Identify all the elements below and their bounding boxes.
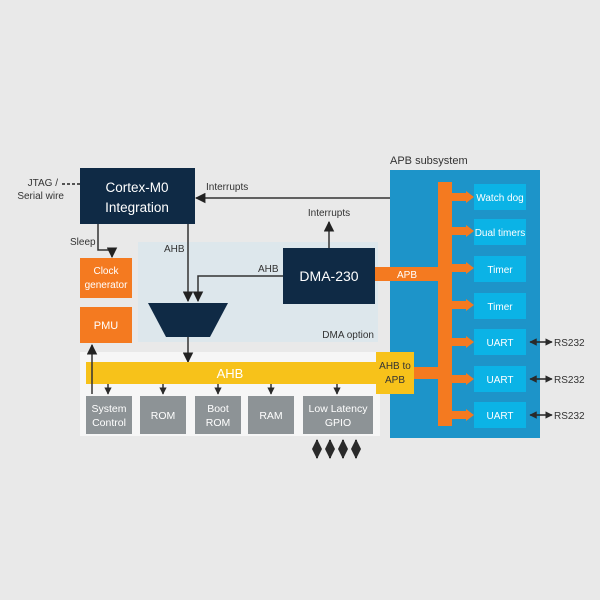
ahb-mux xyxy=(148,303,228,337)
uart-block-1 xyxy=(474,329,526,355)
watchdog-label: Watch dog xyxy=(476,193,523,204)
uart-block-3 xyxy=(474,402,526,428)
apb-label: APB xyxy=(397,270,417,281)
apb-stub-5 xyxy=(452,338,466,346)
jtag-label-1: JTAG / xyxy=(28,178,59,189)
boot-rom-block xyxy=(195,396,241,434)
clock-label-2: generator xyxy=(85,280,128,291)
ahb-to-apb-bridge xyxy=(376,352,414,394)
bridge-label-2: APB xyxy=(385,375,405,386)
rs232-label-2: RS232 xyxy=(554,375,585,386)
cortex-m0-block xyxy=(80,168,195,224)
bridge-apb-connector xyxy=(414,367,438,379)
dma-option-label: DMA option xyxy=(322,330,374,341)
apb-stub-arrow-5 xyxy=(466,336,474,348)
uart-label-2: UART xyxy=(486,375,513,386)
ram-label: RAM xyxy=(259,410,282,422)
pmu-block xyxy=(80,307,132,343)
dma-230-label: DMA-230 xyxy=(299,268,358,284)
dma-ahb-line xyxy=(192,275,283,303)
apb-stub-7 xyxy=(452,411,466,419)
uart-label-3: UART xyxy=(486,411,513,422)
cortex-m0-title: Cortex-M0 xyxy=(105,180,168,195)
boot-rom-label-1: Boot xyxy=(207,403,229,415)
apb-stub-arrow-1 xyxy=(466,191,474,203)
timer-label-1: Timer xyxy=(487,265,513,276)
system-control-label-1: System xyxy=(91,403,126,415)
apb-stub-arrow-7 xyxy=(466,409,474,421)
apb-stub-arrow-6 xyxy=(466,373,474,385)
pmu-label: PMU xyxy=(94,320,119,332)
boot-rom-label-2: ROM xyxy=(206,417,231,429)
clock-label-1: Clock xyxy=(93,266,119,277)
dual-timers-label: Dual timers xyxy=(475,228,526,239)
clock-generator-block xyxy=(80,258,132,298)
apb-subsystem-label: APB subsystem xyxy=(390,155,468,167)
system-control-label-2: Control xyxy=(92,417,126,429)
dma-apb-connector xyxy=(375,267,438,281)
apb-vertical-bus xyxy=(438,182,452,426)
timer-label-2: Timer xyxy=(487,302,513,313)
interrupts-dma-label: Interrupts xyxy=(308,208,350,219)
ahb-dma-label: AHB xyxy=(258,264,279,275)
sleep-line xyxy=(97,224,118,259)
timer-block-1 xyxy=(474,256,526,282)
apb-stub-2 xyxy=(452,227,466,235)
uart-block-2 xyxy=(474,366,526,392)
apb-stub-6 xyxy=(452,375,466,383)
apb-stub-arrow-2 xyxy=(466,225,474,237)
ahb-bus-label: AHB xyxy=(217,366,244,381)
ahb-bus xyxy=(86,362,378,384)
watchdog-block xyxy=(474,184,526,210)
cortex-m0-subtitle: Integration xyxy=(105,200,169,215)
jtag-label-2: Serial wire xyxy=(17,191,64,202)
dma-230-block xyxy=(283,248,375,304)
apb-stub-arrow-3 xyxy=(466,262,474,274)
apb-stub-4 xyxy=(452,301,466,309)
bridge-label-1: AHB to xyxy=(379,361,411,372)
rom-label: ROM xyxy=(151,410,176,422)
system-control-block xyxy=(86,396,132,434)
gpio-block xyxy=(303,396,373,434)
apb-stub-arrow-4 xyxy=(466,299,474,311)
uart-label-1: UART xyxy=(486,338,513,349)
ahb-mux-label: AHB xyxy=(164,244,185,255)
apb-stub-1 xyxy=(452,193,466,201)
interrupts-cpu-label: Interrupts xyxy=(206,182,248,193)
ram-block xyxy=(248,396,294,434)
rs232-label-3: RS232 xyxy=(554,411,585,422)
timer-block-2 xyxy=(474,293,526,319)
rs232-label-1: RS232 xyxy=(554,338,585,349)
sleep-label: Sleep xyxy=(70,237,96,248)
apb-stub-3 xyxy=(452,264,466,272)
gpio-label-2: GPIO xyxy=(325,417,351,429)
dual-timers-block xyxy=(474,219,526,245)
rom-block xyxy=(140,396,186,434)
gpio-label-1: Low Latency xyxy=(309,403,369,415)
